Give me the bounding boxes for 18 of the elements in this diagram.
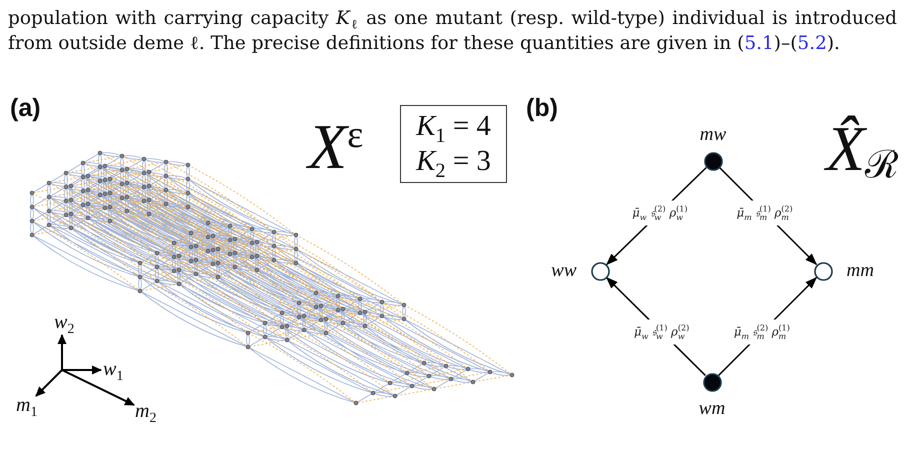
- panel-label: (b): [526, 94, 558, 122]
- state-label: mw: [700, 124, 726, 144]
- equation-text: K$_{2}$ = 3: [416, 144, 491, 179]
- equation-text: K$_{1}$ = 4: [416, 109, 491, 144]
- axis-label: m$_{1}$: [16, 394, 38, 416]
- paragraph-text: population with carrying capacity K$_{ℓ}$ as one mutant (resp. wild-type) individual is introduced from outside deme ℓ. The precise definitions for these quantities are given in (5.1)–(5.2).: [8, 7, 897, 56]
- state-label: wm: [698, 398, 726, 418]
- axis-label: m$_{2}$: [135, 400, 156, 422]
- reference-link: 5.1: [744, 33, 774, 54]
- reference-link: 5.2: [797, 33, 827, 54]
- process-symbol: X̂$_{ℛ}$: [826, 114, 898, 184]
- parameter-box: [400, 105, 507, 183]
- process-symbol: X$^{ε}$: [308, 112, 364, 182]
- axis-label: w$_{1}$: [103, 358, 124, 380]
- axis-label: w$_{2}$: [54, 311, 74, 333]
- state-label: mm: [846, 261, 874, 281]
- state-label: ww: [551, 261, 576, 281]
- panel-label: (a): [10, 94, 41, 122]
